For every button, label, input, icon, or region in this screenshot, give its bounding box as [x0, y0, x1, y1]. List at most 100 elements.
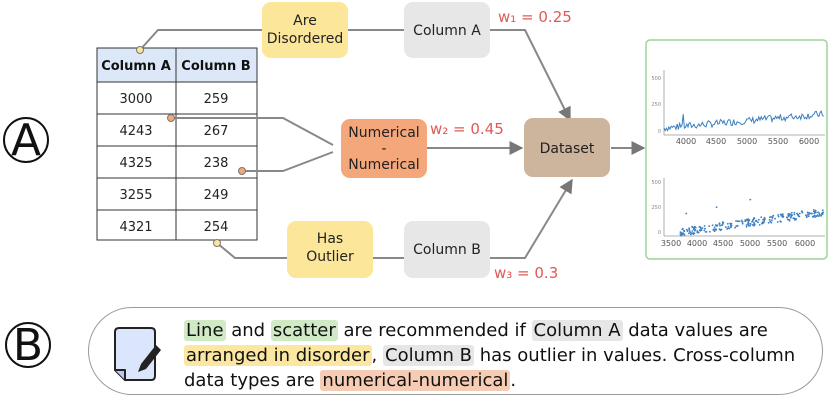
connectors: [139, 29, 646, 259]
scatter-point: [808, 213, 810, 216]
scatter-point: [788, 218, 791, 221]
x-tick-label: 6000: [795, 239, 815, 248]
anchor-dot: [213, 239, 221, 247]
scatter-point: [692, 232, 695, 235]
scatter-point: [711, 224, 714, 227]
scatter-point: [691, 225, 693, 228]
scatter-point: [744, 220, 747, 223]
table-cell: 254: [204, 220, 229, 235]
scatter-point: [753, 217, 755, 219]
scatter-point: [685, 228, 688, 231]
x-tick-label: 5000: [740, 239, 760, 248]
anchor-dot: [136, 46, 144, 54]
scatter-point: [813, 212, 816, 215]
node-label: Dataset: [540, 141, 595, 157]
x-tick-label: 5000: [737, 137, 757, 146]
scatter-point: [679, 233, 682, 236]
connector-column-b-to-dataset: [490, 178, 573, 259]
scatter-point: [745, 224, 748, 226]
scatter-point: [713, 226, 716, 229]
node-column-b: Column B: [404, 221, 490, 278]
scatter-point: [755, 220, 758, 223]
scatter-point: [689, 233, 692, 236]
scatter-point: [770, 215, 772, 218]
scatter-point: [820, 214, 823, 217]
scatter-point: [814, 214, 816, 217]
connector-cell-4243-to-numerical: [171, 117, 334, 146]
bottom-mini-chart: 500 250 0 3500 4000 4500 5000 5500 6000: [651, 178, 825, 248]
scatter-point: [696, 231, 699, 234]
scatter-point: [758, 224, 761, 226]
highlight-numerical-numerical: numerical-numerical: [320, 370, 511, 391]
scatter-point: [814, 216, 816, 219]
text-span: .: [510, 370, 517, 391]
bottom-chart-scatter: [679, 198, 825, 237]
x-tick-label: 3500: [661, 239, 681, 248]
scatter-point: [687, 232, 690, 235]
x-tick-label: 5500: [767, 239, 787, 248]
scatter-point: [779, 213, 782, 216]
scatter-point: [793, 213, 796, 216]
scatter-point: [788, 212, 790, 215]
text-span: data values are: [622, 320, 768, 341]
table-header-column-a: Column A: [101, 59, 171, 74]
table-header-row: [96, 47, 258, 83]
scatter-point: [807, 215, 810, 218]
scatter-point: [777, 214, 779, 216]
scatter-point: [715, 206, 718, 209]
scatter-point: [685, 212, 688, 215]
node-label: Column B: [413, 242, 481, 258]
scatter-point: [745, 218, 748, 221]
scatter-point: [812, 209, 815, 211]
x-tick-label: 4000: [676, 137, 696, 146]
x-tick-label: 5500: [768, 137, 788, 146]
table-cell: 238: [204, 156, 229, 171]
table-cell: 267: [204, 124, 229, 139]
node-label: Outlier: [306, 249, 354, 265]
node-column-a: Column A: [404, 2, 490, 58]
scatter-point: [786, 218, 789, 221]
scatter-point: [774, 217, 776, 220]
scatter-point: [747, 221, 750, 224]
table-cell: 4321: [119, 220, 152, 235]
node-label: Numerical: [348, 157, 419, 173]
highlight-arranged-in-disorder: arranged in disorder: [184, 345, 372, 366]
top-mini-chart: 500 250 0 4000 4500 5000 5500 6000: [651, 70, 825, 146]
scatter-point: [682, 227, 684, 230]
scatter-point: [713, 230, 716, 233]
scatter-point: [752, 218, 755, 221]
scatter-point: [749, 223, 752, 225]
connector-column-a-to-are-disordered: [139, 29, 262, 51]
scatter-point: [761, 222, 763, 225]
scatter-point: [729, 223, 732, 226]
scatter-point: [724, 226, 727, 229]
scatter-point: [751, 220, 754, 222]
scatter-point: [716, 224, 719, 227]
scatter-point: [798, 215, 801, 218]
note-edit-icon: [114, 327, 161, 381]
scatter-point: [788, 214, 791, 217]
y-tick-label: 250: [651, 205, 661, 211]
scatter-point: [810, 212, 813, 215]
scatter-point: [708, 230, 711, 233]
scatter-point: [740, 219, 743, 222]
table-cell: 259: [204, 92, 229, 107]
scatter-point: [729, 226, 732, 229]
scatter-point: [793, 211, 796, 214]
anchor-dot: [238, 167, 246, 175]
scatter-point: [804, 214, 807, 217]
scatter-point: [748, 219, 751, 221]
scatter-point: [713, 228, 715, 231]
scatter-point: [821, 211, 824, 214]
scatter-point: [747, 223, 750, 226]
scatter-point: [699, 226, 702, 229]
scatter-point: [697, 231, 700, 234]
scatter-point: [689, 231, 692, 234]
table-header-column-b: Column B: [181, 59, 250, 74]
highlight-line: Line: [184, 320, 226, 341]
weight-w2: w₂ = 0.45: [430, 120, 504, 138]
scatter-point: [736, 225, 739, 227]
table-cell: 3000: [119, 92, 152, 107]
y-tick-label: 500: [651, 76, 661, 82]
